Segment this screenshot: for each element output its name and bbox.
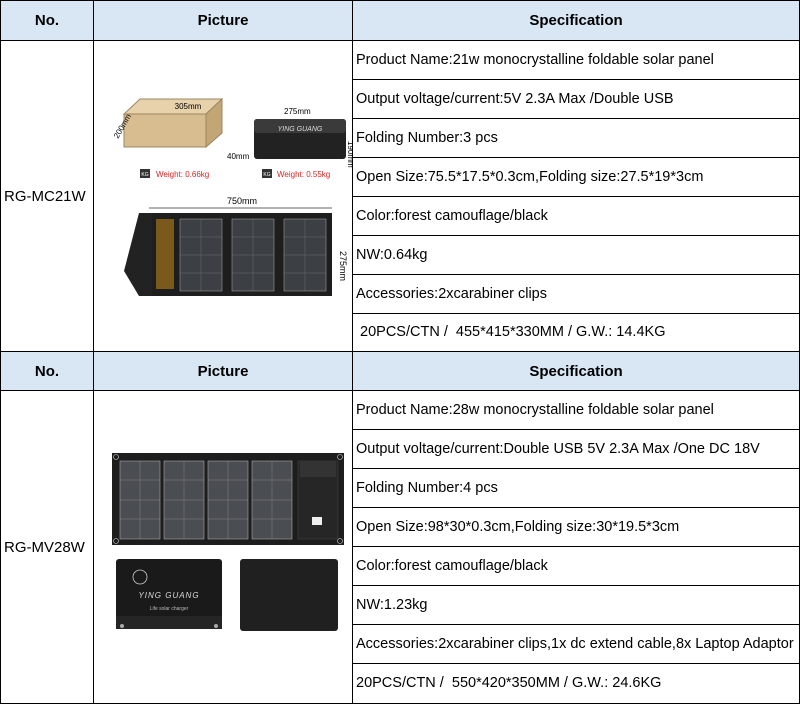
spec-row: NW:1.23kg [352, 585, 800, 625]
product-code: RG-MV28W [0, 390, 94, 704]
spec-row: Folding Number:4 pcs [352, 468, 800, 508]
header-specification: Specification [352, 351, 800, 391]
weight-2: Weight: 0.55kg [277, 170, 330, 179]
spec-row: Open Size:75.5*17.5*0.3cm,Folding size:2… [352, 157, 800, 197]
product-1-drawing: 305mm 200mm 40mm KG Weight: 0.66kg YING … [112, 97, 355, 296]
box-depth-label: 40mm [227, 152, 250, 161]
spec-row: Accessories:2xcarabiner clips,1x dc exte… [352, 624, 800, 664]
brand-logo: YING GUANG [138, 591, 199, 600]
spec-row: Output voltage/current:Double USB 5V 2.3… [352, 429, 800, 469]
spec-row: Output voltage/current:5V 2.3A Max /Doub… [352, 79, 800, 119]
box-width-label: 305mm [175, 102, 202, 111]
spec-row: Color:forest camouflage/black [352, 546, 800, 586]
spec-row: Accessories:2xcarabiner clips [352, 274, 800, 314]
spec-row: Color:forest camouflage/black [352, 196, 800, 236]
spec-row: 20PCS/CTN / 455*415*330MM / G.W.: 14.4KG [352, 313, 800, 352]
brand-tagline: Life solar charger [150, 606, 189, 612]
spec-row: NW:0.64kg [352, 235, 800, 275]
bag-height-label: 190mm [346, 141, 352, 168]
spec-row: 20PCS/CTN / 550*420*350MM / G.W.: 24.6KG [352, 663, 800, 704]
header-no: No. [0, 351, 94, 391]
product-picture: YING GUANG Life solar charger [93, 390, 353, 704]
spec-row: Product Name:28w monocrystalline foldabl… [352, 390, 800, 430]
panel-height-label: 275mm [338, 251, 348, 281]
spec-row: Folding Number:3 pcs [352, 118, 800, 158]
header-picture: Picture [93, 351, 353, 391]
spec-row: Product Name:21w monocrystalline foldabl… [352, 40, 800, 80]
spec-row: Open Size:98*30*0.3cm,Folding size:30*19… [352, 507, 800, 547]
kg-icon: KG [263, 172, 270, 178]
kg-icon: KG [141, 172, 148, 178]
brand-logo: YING GUANG [278, 126, 323, 133]
product-picture: 305mm 200mm 40mm KG Weight: 0.66kg YING … [93, 40, 355, 352]
header-no: No. [0, 0, 94, 41]
product-2-drawing: YING GUANG Life solar charger [112, 453, 344, 631]
header-specification: Specification [352, 0, 800, 41]
panel-width-label: 750mm [227, 196, 257, 206]
header-picture: Picture [93, 0, 353, 41]
bag-width-label: 275mm [284, 107, 311, 116]
product-code: RG-MC21W [0, 40, 94, 352]
weight-1: Weight: 0.66kg [156, 170, 209, 179]
